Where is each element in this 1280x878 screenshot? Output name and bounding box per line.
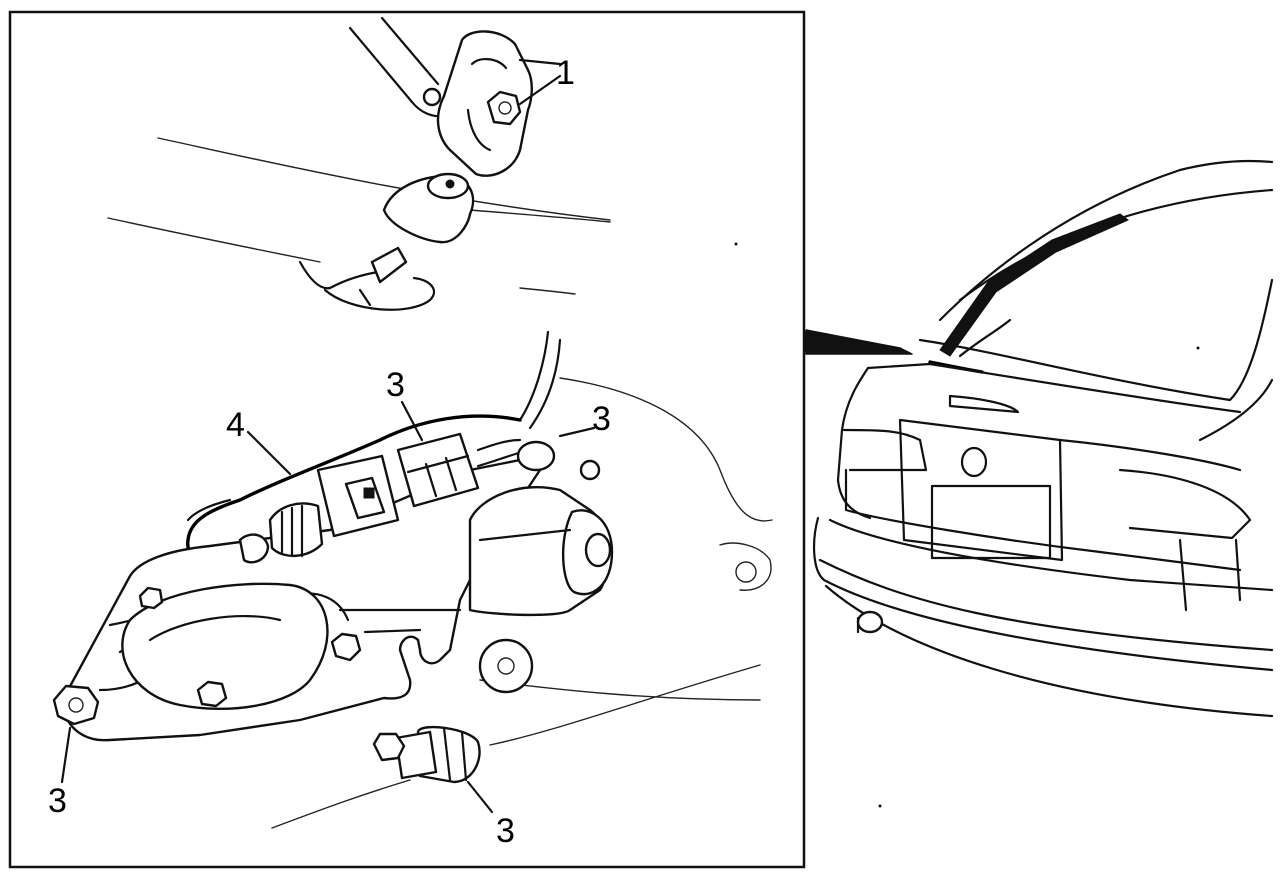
speck-3 xyxy=(878,804,882,808)
callout-3-grommet: 3 xyxy=(592,400,611,438)
callout-3-bolt: 3 xyxy=(48,782,67,820)
connector-center xyxy=(316,454,400,538)
speck-1 xyxy=(734,242,738,246)
mounting-hole xyxy=(478,459,601,694)
tailgate-panel-lines xyxy=(107,137,773,829)
callout-3-bushing: 3 xyxy=(496,812,515,850)
gear-housing xyxy=(121,582,329,711)
bracket-bolt-mid xyxy=(196,680,228,708)
wiper-motor xyxy=(468,485,614,617)
inset-frame xyxy=(8,10,806,869)
car-rear-view xyxy=(812,159,1274,718)
bracket-bolt-left xyxy=(52,684,100,726)
wiper-arm-nut xyxy=(486,90,522,126)
speck-2 xyxy=(1196,346,1200,350)
callout-1: 1 xyxy=(556,54,575,92)
wiper-arm xyxy=(348,16,533,177)
location-pointer-arrow xyxy=(805,329,913,355)
spindle-bushing xyxy=(372,725,481,784)
bracket-bolt-small xyxy=(138,586,164,610)
callout-4: 4 xyxy=(226,406,245,444)
wiring-harness xyxy=(186,330,562,562)
bracket-bolt-upper xyxy=(330,632,362,662)
bracket-bolts xyxy=(52,586,362,726)
spindle-grommet xyxy=(382,172,475,244)
connector-right xyxy=(396,432,556,508)
wiper-spindle xyxy=(298,246,436,311)
callout-leaders xyxy=(60,58,596,814)
connector-left xyxy=(238,502,324,564)
callout-3-connector: 3 xyxy=(386,366,405,404)
